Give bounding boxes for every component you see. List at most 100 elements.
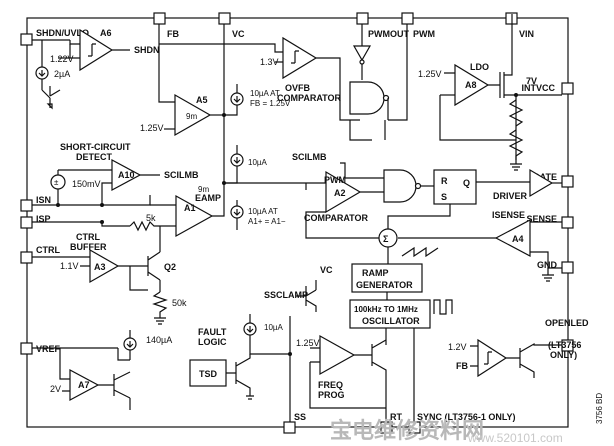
svg-text:9m: 9m (186, 112, 197, 121)
svg-text:9m: 9m (198, 185, 209, 194)
svg-text:SHDN/UVLO: SHDN/UVLO (36, 28, 89, 38)
svg-text:RT: RT (390, 412, 402, 422)
svg-text:Σ: Σ (383, 234, 389, 244)
watermark-url: www.520101.com (467, 431, 563, 445)
svg-text:10µA: 10µA (264, 323, 284, 332)
svg-text:FB = 1.25V: FB = 1.25V (250, 99, 291, 108)
svg-text:CTRL: CTRL (76, 232, 100, 242)
svg-text:A4: A4 (512, 234, 524, 244)
pin-vin: VIN (505, 12, 534, 39)
a4-isense-amplifier (494, 219, 531, 257)
svg-text:5k: 5k (146, 213, 156, 223)
svg-text:50k: 50k (172, 298, 187, 308)
svg-text:GATE: GATE (533, 172, 557, 182)
svg-text:7V: 7V (526, 76, 537, 86)
pin-sense: SENSE (526, 214, 574, 229)
svg-text:SHORT-CIRCUIT: SHORT-CIRCUIT (60, 142, 131, 152)
svg-text:SCILMB: SCILMB (164, 170, 199, 180)
svg-text:ONLY): ONLY) (550, 350, 577, 360)
svg-text:GENERATOR: GENERATOR (356, 280, 413, 290)
svg-text:COMPARATOR: COMPARATOR (304, 213, 368, 223)
svg-text:FAULT: FAULT (198, 327, 227, 337)
figure-code: 3756 BD (595, 393, 604, 424)
pin-gate: GATE (533, 172, 574, 188)
svg-text:SENSE: SENSE (526, 214, 557, 224)
svg-text:A1+ = A1−: A1+ = A1− (248, 217, 286, 226)
pin-gnd: GND (537, 260, 574, 274)
svg-text:FB: FB (167, 29, 179, 39)
svg-text:R: R (441, 176, 448, 186)
svg-text:VREF: VREF (36, 344, 61, 354)
svg-text:VC: VC (232, 29, 245, 39)
svg-text:2µA: 2µA (54, 69, 70, 79)
svg-text:SS: SS (294, 412, 306, 422)
freq-prog-amplifier (319, 334, 356, 376)
svg-text:FREQ: FREQ (318, 380, 343, 390)
openled-comparator (477, 338, 508, 378)
svg-text:PROG: PROG (318, 390, 345, 400)
nand-gate-main (383, 169, 417, 203)
svg-text:A6: A6 (100, 28, 112, 38)
svg-text:100kHz TO 1MHz: 100kHz TO 1MHz (354, 305, 418, 314)
svg-text:TSD: TSD (199, 369, 218, 379)
sr-flip-flop (433, 169, 477, 205)
svg-text:A2: A2 (334, 188, 346, 198)
svg-text:RAMP: RAMP (362, 268, 389, 278)
svg-text:10µA AT: 10µA AT (250, 89, 280, 98)
ovfb-comparator (282, 36, 318, 80)
svg-text:ISN: ISN (36, 195, 51, 205)
pwmout-buffer (352, 45, 372, 62)
svg-text:2V: 2V (50, 384, 61, 394)
svg-text:DRIVER: DRIVER (493, 191, 528, 201)
svg-text:PWM: PWM (324, 175, 346, 185)
svg-text:BUFFER: BUFFER (70, 242, 107, 252)
svg-text:(LT3756: (LT3756 (548, 340, 581, 350)
svg-text:SCILMB: SCILMB (292, 152, 327, 162)
svg-text:SSCLAMP: SSCLAMP (264, 290, 308, 300)
gate-driver (529, 168, 554, 198)
svg-text:ISENSE: ISENSE (492, 210, 525, 220)
svg-text:±: ± (54, 178, 59, 187)
svg-text:INTVCC: INTVCC (522, 83, 556, 93)
svg-text:A7: A7 (78, 380, 90, 390)
svg-text:Q: Q (463, 178, 470, 188)
svg-text:A1: A1 (184, 203, 196, 213)
svg-text:A5: A5 (196, 95, 208, 105)
svg-text:LDO: LDO (470, 62, 489, 72)
svg-text:SHDN: SHDN (134, 45, 160, 55)
svg-text:1.25V: 1.25V (418, 69, 442, 79)
pin-isp: ISP (20, 214, 51, 229)
svg-text:150mV: 150mV (72, 179, 101, 189)
svg-text:140µA: 140µA (146, 335, 172, 345)
svg-text:PWM: PWM (413, 29, 435, 39)
pin-intvcc: INTVCC (522, 82, 574, 95)
svg-text:LOGIC: LOGIC (198, 337, 227, 347)
svg-text:1.2V: 1.2V (448, 342, 467, 352)
svg-text:VIN: VIN (519, 29, 534, 39)
a6-comparator (79, 28, 114, 72)
pin-ss: SS (283, 412, 306, 434)
svg-text:COMPARATOR: COMPARATOR (277, 93, 341, 103)
a2-pwm-comparator (325, 170, 362, 214)
svg-text:PWMOUT: PWMOUT (368, 29, 409, 39)
svg-text:EAMP: EAMP (195, 193, 221, 203)
pin-shdn-uvlo: SHDN/UVLO (20, 28, 89, 46)
svg-text:S: S (441, 192, 447, 202)
svg-text:1.22V: 1.22V (50, 54, 74, 64)
pin-vc: VC (218, 12, 245, 39)
ramp-generator (351, 263, 423, 293)
svg-text:SYNC (LT3756-1 ONLY): SYNC (LT3756-1 ONLY) (417, 412, 516, 422)
svg-text:ISP: ISP (36, 214, 51, 224)
svg-text:10µA AT: 10µA AT (248, 207, 278, 216)
a7-amplifier (69, 368, 100, 402)
watermark-cn: 宝电维修资料网 (330, 418, 484, 443)
svg-text:A3: A3 (94, 262, 106, 272)
svg-text:GND: GND (537, 260, 558, 270)
svg-text:OSCILLATOR: OSCILLATOR (362, 316, 420, 326)
a1-error-amplifier (175, 194, 214, 238)
pin-isn: ISN (20, 195, 51, 212)
nand-gate-top (349, 81, 385, 115)
svg-text:OPENLED: OPENLED (545, 318, 589, 328)
svg-text:DETECT: DETECT (76, 152, 113, 162)
